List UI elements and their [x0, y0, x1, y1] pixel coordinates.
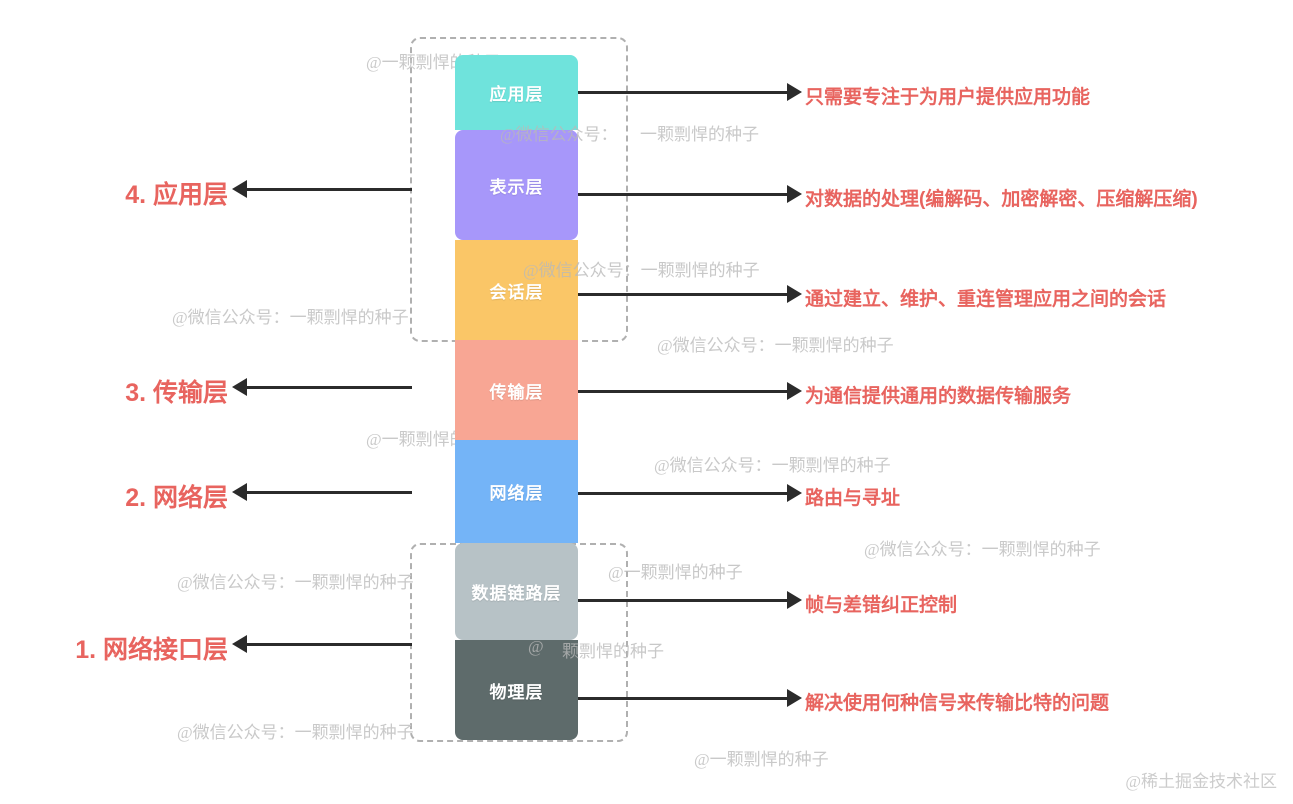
connector-line-right	[578, 390, 787, 393]
arrow-head-left	[232, 180, 247, 198]
tcpip-group-label: 3. 传输层	[125, 379, 228, 407]
watermark-text: @微信公众号：一颗剽悍的种子	[177, 723, 414, 742]
corner-watermark: @稀土掘金技术社区	[1125, 772, 1277, 791]
layer-description: 只需要专注于为用户提供应用功能	[805, 87, 1091, 108]
layer-block: 表示层	[455, 130, 578, 240]
connector-line-left	[247, 188, 412, 191]
watermark-text: @一颗剽悍的种子	[608, 563, 743, 582]
layer-description: 帧与差错纠正控制	[805, 595, 958, 616]
layer-label: 会话层	[489, 282, 544, 302]
arrow-head-left	[232, 635, 247, 653]
layer-label: 应用层	[489, 85, 544, 104]
layer-description: 解决使用何种信号来传输比特的问题	[805, 693, 1110, 714]
arrow-head-right	[787, 285, 802, 303]
connector-line-right	[578, 293, 787, 296]
watermark-text: @微信公众号：一颗剽悍的种子	[654, 456, 891, 475]
tcpip-group-label: 1. 网络接口层	[75, 636, 228, 664]
arrow-head-left	[232, 483, 247, 501]
layer-label: 数据链路层	[471, 584, 562, 603]
arrow-head-right	[787, 185, 802, 203]
arrow-head-right	[787, 382, 802, 400]
layer-block: 物理层	[455, 640, 578, 740]
watermark-text: 一颗剽悍的种子	[640, 125, 759, 144]
arrow-head-right	[787, 484, 802, 502]
connector-line-left	[247, 643, 412, 646]
watermark-text: @微信公众号：一颗剽悍的种子	[864, 540, 1101, 559]
layer-block: 应用层	[455, 55, 578, 130]
layer-label: 网络层	[489, 484, 544, 503]
layer-block: 会话层	[455, 240, 578, 340]
layer-label: 传输层	[489, 382, 544, 402]
layer-label: 表示层	[489, 177, 544, 197]
layer-block: 网络层	[455, 440, 578, 543]
connector-line-right	[578, 697, 787, 700]
connector-line-left	[247, 386, 412, 389]
connector-line-left	[247, 491, 412, 494]
tcpip-group-label: 4. 应用层	[125, 181, 228, 209]
layer-description: 路由与寻址	[805, 488, 901, 509]
arrow-head-left	[232, 378, 247, 396]
layer-description: 通过建立、维护、重连管理应用之间的会话	[805, 289, 1167, 310]
watermark-text: @一颗剽悍的种子	[694, 750, 829, 769]
layer-block: 数据链路层	[455, 543, 578, 640]
layer-description: 对数据的处理(编解码、加密解密、压缩解压缩)	[805, 189, 1198, 210]
watermark-text: @微信公众号：一颗剽悍的种子	[177, 573, 414, 592]
connector-line-right	[578, 599, 787, 602]
arrow-head-right	[787, 83, 802, 101]
layer-description: 为通信提供通用的数据传输服务	[805, 386, 1072, 407]
connector-line-right	[578, 91, 787, 94]
watermark-text: @微信公众号：一颗剽悍的种子	[657, 336, 894, 355]
connector-line-right	[578, 492, 787, 495]
watermark-text: @微信公众号：一颗剽悍的种子	[172, 308, 409, 327]
layer-block: 传输层	[455, 340, 578, 440]
connector-line-right	[578, 193, 787, 196]
layer-label: 物理层	[489, 682, 544, 702]
arrow-head-right	[787, 689, 802, 707]
osi-layer-stack: 应用层表示层会话层传输层网络层数据链路层物理层	[455, 55, 578, 740]
tcpip-group-label: 2. 网络层	[125, 484, 228, 512]
arrow-head-right	[787, 591, 802, 609]
